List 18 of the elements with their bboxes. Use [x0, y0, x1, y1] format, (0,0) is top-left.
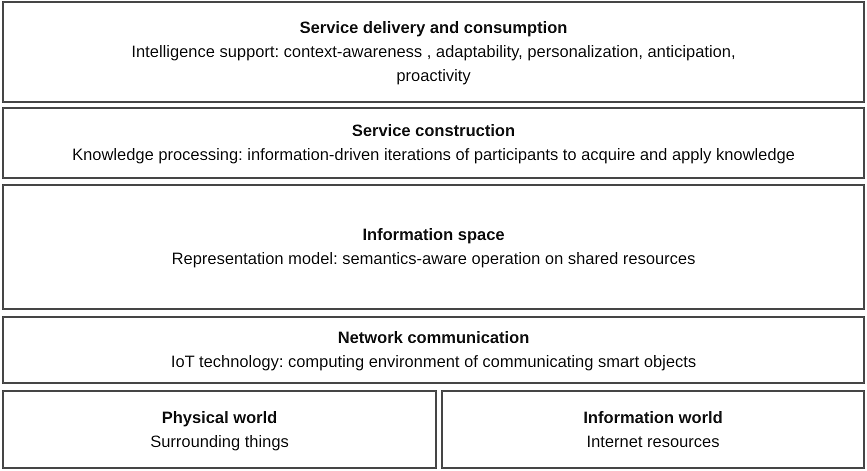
layer-title: Information space: [362, 225, 505, 246]
layer-box: [2, 184, 865, 310]
layer-description: Knowledge processing: information-driven iterations of participants to acquire and apply knowledge: [72, 145, 795, 166]
layer-box: [2, 390, 437, 469]
layer-box: [2, 316, 865, 384]
layer-title: Information world: [583, 408, 723, 428]
layer-box: [2, 1, 865, 103]
layer-title: Service delivery and consumption: [300, 18, 568, 39]
layer-title: Network communication: [338, 328, 530, 349]
layer-title: Physical world: [162, 408, 278, 428]
layer-description: Surrounding things: [150, 432, 289, 452]
layer-description: Internet resources: [586, 432, 720, 452]
layer-description: Representation model: semantics-aware operation on shared resources: [172, 249, 696, 270]
layer-box: [441, 390, 865, 469]
layer-description: IoT technology: computing environment of communicating smart objects: [170, 352, 696, 373]
layer-box: [2, 107, 865, 179]
layer-title: Service construction: [352, 121, 516, 142]
layer-description: Intelligence support: context-awareness , adaptability, personalization, anticipation, proactivity: [130, 42, 737, 87]
